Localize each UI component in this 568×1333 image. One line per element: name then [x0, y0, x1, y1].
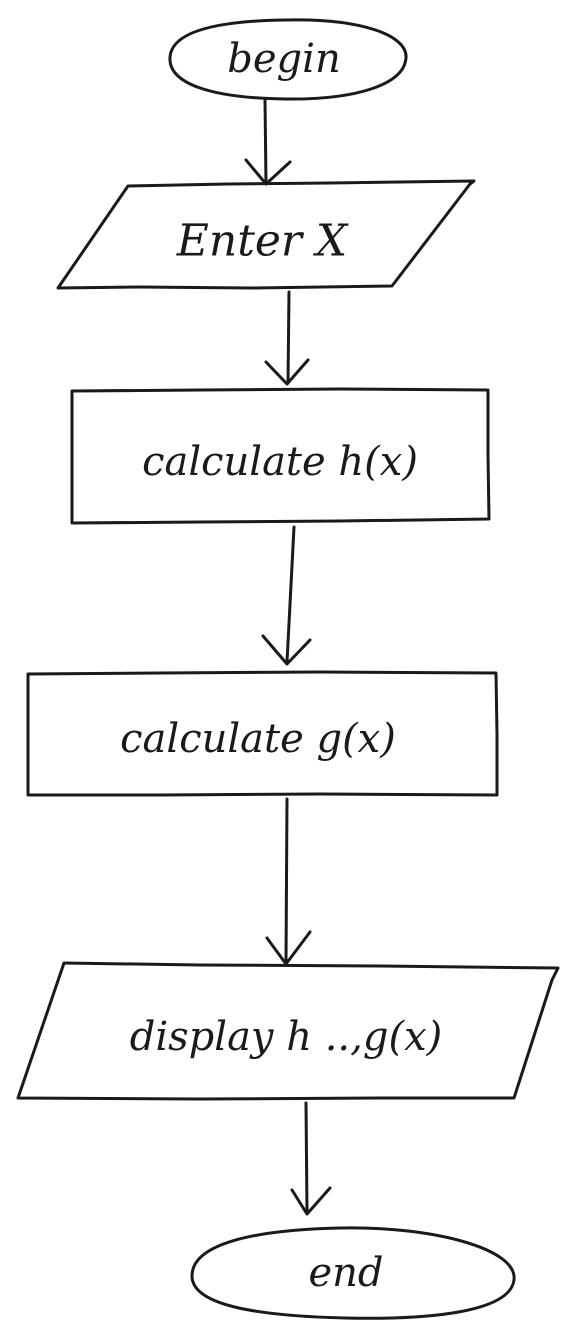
node-calc-h: calculate h(x)	[70, 387, 491, 525]
arrow-begin-to-enter-x	[244, 98, 292, 186]
enter-x-label: Enter X	[176, 216, 349, 267]
node-enter-x: Enter X	[56, 179, 476, 290]
node-end: end	[190, 1226, 516, 1320]
end-terminator-shape	[190, 1226, 516, 1320]
node-begin: begin	[168, 18, 408, 101]
calc-h-process-shape	[70, 387, 491, 525]
node-calc-g: calculate g(x)	[26, 670, 499, 797]
calc-g-process-shape	[26, 670, 499, 797]
enter-x-io-shape	[56, 179, 476, 290]
begin-label: begin	[227, 36, 340, 82]
calc-h-label: calculate h(x)	[142, 439, 418, 485]
begin-terminator-shape	[168, 18, 408, 101]
end-label: end	[308, 1250, 383, 1296]
arrow-display-to-end	[290, 1101, 332, 1216]
display-label: display h ..,g(x)	[130, 1014, 442, 1060]
arrow-enter-x-to-calc-h	[264, 290, 310, 386]
arrow-calc-h-to-calc-g	[261, 525, 312, 666]
display-io-shape	[16, 961, 560, 1101]
calc-g-label: calculate g(x)	[120, 716, 396, 762]
node-display: display h ..,g(x)	[16, 961, 560, 1101]
arrow-calc-g-to-display	[265, 797, 312, 966]
